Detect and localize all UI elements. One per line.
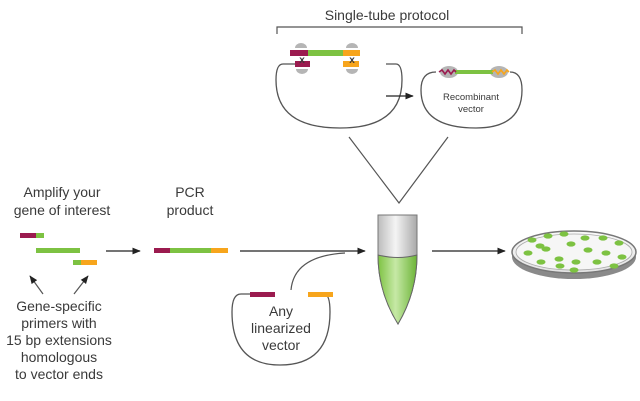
enzyme-icon: [295, 43, 307, 48]
vector-label-line: vector: [262, 337, 300, 353]
colony: [566, 241, 576, 247]
colony: [571, 259, 581, 265]
recombination-step: x x: [275, 43, 403, 129]
enzyme-icon: [346, 69, 358, 74]
colony: [614, 240, 624, 246]
vector-magenta-end: [250, 292, 275, 297]
colony: [580, 235, 590, 241]
primer-pointer-arrow: [29, 275, 44, 295]
colony: [583, 247, 593, 253]
recombinant-label-line2: vector: [458, 104, 484, 115]
insert-gene: [308, 50, 343, 56]
protocol-bracket: [276, 26, 523, 34]
recombined-junction-orange: [491, 68, 510, 76]
insert-orange-end: [343, 50, 360, 56]
colony: [523, 250, 533, 256]
primers-line: 15 bp extensions: [6, 332, 112, 348]
colony: [555, 263, 565, 269]
colony: [569, 267, 579, 273]
crossover-mark: x: [299, 55, 305, 66]
primers-line: to vector ends: [15, 366, 103, 382]
recombinant-label-line1: Recombinant: [443, 92, 499, 103]
colony: [598, 235, 608, 241]
petri-dish-icon: [511, 230, 637, 279]
enzyme-icon: [346, 43, 358, 48]
linearized-backbone: [231, 293, 332, 366]
vector-label-line: linearized: [251, 320, 311, 336]
vector-orange-end: [308, 292, 333, 297]
primers-line: Gene-specific: [16, 298, 102, 314]
colony: [543, 233, 553, 239]
vector-label-line: Any: [269, 303, 293, 319]
vector-magenta-end: [295, 61, 310, 67]
recombinant-insert: [455, 70, 493, 74]
pcr-product-magenta-end: [154, 248, 170, 253]
reverse-primer: [73, 260, 81, 265]
vector-backbone: [275, 63, 403, 129]
pcr-product-gene: [170, 248, 211, 253]
pcr-product: [154, 248, 228, 253]
crossover-mark: x: [349, 55, 355, 66]
colony: [592, 259, 602, 265]
colony: [559, 231, 569, 237]
recombined-junction-magenta: [438, 68, 457, 76]
colony: [541, 246, 551, 252]
amplify-label-line2: gene of interest: [14, 202, 111, 218]
enzyme-icon: [296, 69, 308, 74]
colony: [601, 250, 611, 256]
funnel-lines: [348, 136, 449, 205]
recombinant-backbone: [420, 71, 523, 129]
colony: [536, 259, 546, 265]
colony: [617, 254, 627, 260]
amplify-label-line1: Amplify your: [23, 184, 100, 200]
forward-primer-extension: [20, 233, 36, 238]
linearized-vector: Any linearized vector: [231, 252, 346, 366]
pcr-product-orange-end: [211, 248, 228, 253]
reverse-primer-extension: [81, 260, 97, 265]
protocol-title: Single-tube protocol: [325, 7, 450, 23]
pcr-reaction-bars: [20, 233, 97, 265]
forward-primer: [36, 233, 44, 238]
pcr-label-line2: product: [167, 202, 214, 218]
recombinant-vector: Recombinant vector: [420, 66, 523, 129]
colonies: [523, 231, 627, 273]
primers-line: homologous: [21, 349, 97, 365]
reaction-tube-icon: [377, 214, 418, 325]
vector-merge-line: [290, 252, 346, 291]
vector-orange-end: [343, 61, 359, 67]
colony: [535, 243, 545, 249]
primers-description: Gene-specific primers with 15 bp extensi…: [6, 298, 112, 382]
primer-pointer-arrow: [73, 275, 89, 295]
gene-template: [36, 248, 80, 253]
insert-magenta-end: [290, 50, 308, 56]
colony: [554, 256, 564, 262]
colony: [527, 237, 537, 243]
pcr-label-line1: PCR: [175, 184, 205, 200]
primers-line: primers with: [21, 315, 96, 331]
colony: [609, 263, 619, 269]
